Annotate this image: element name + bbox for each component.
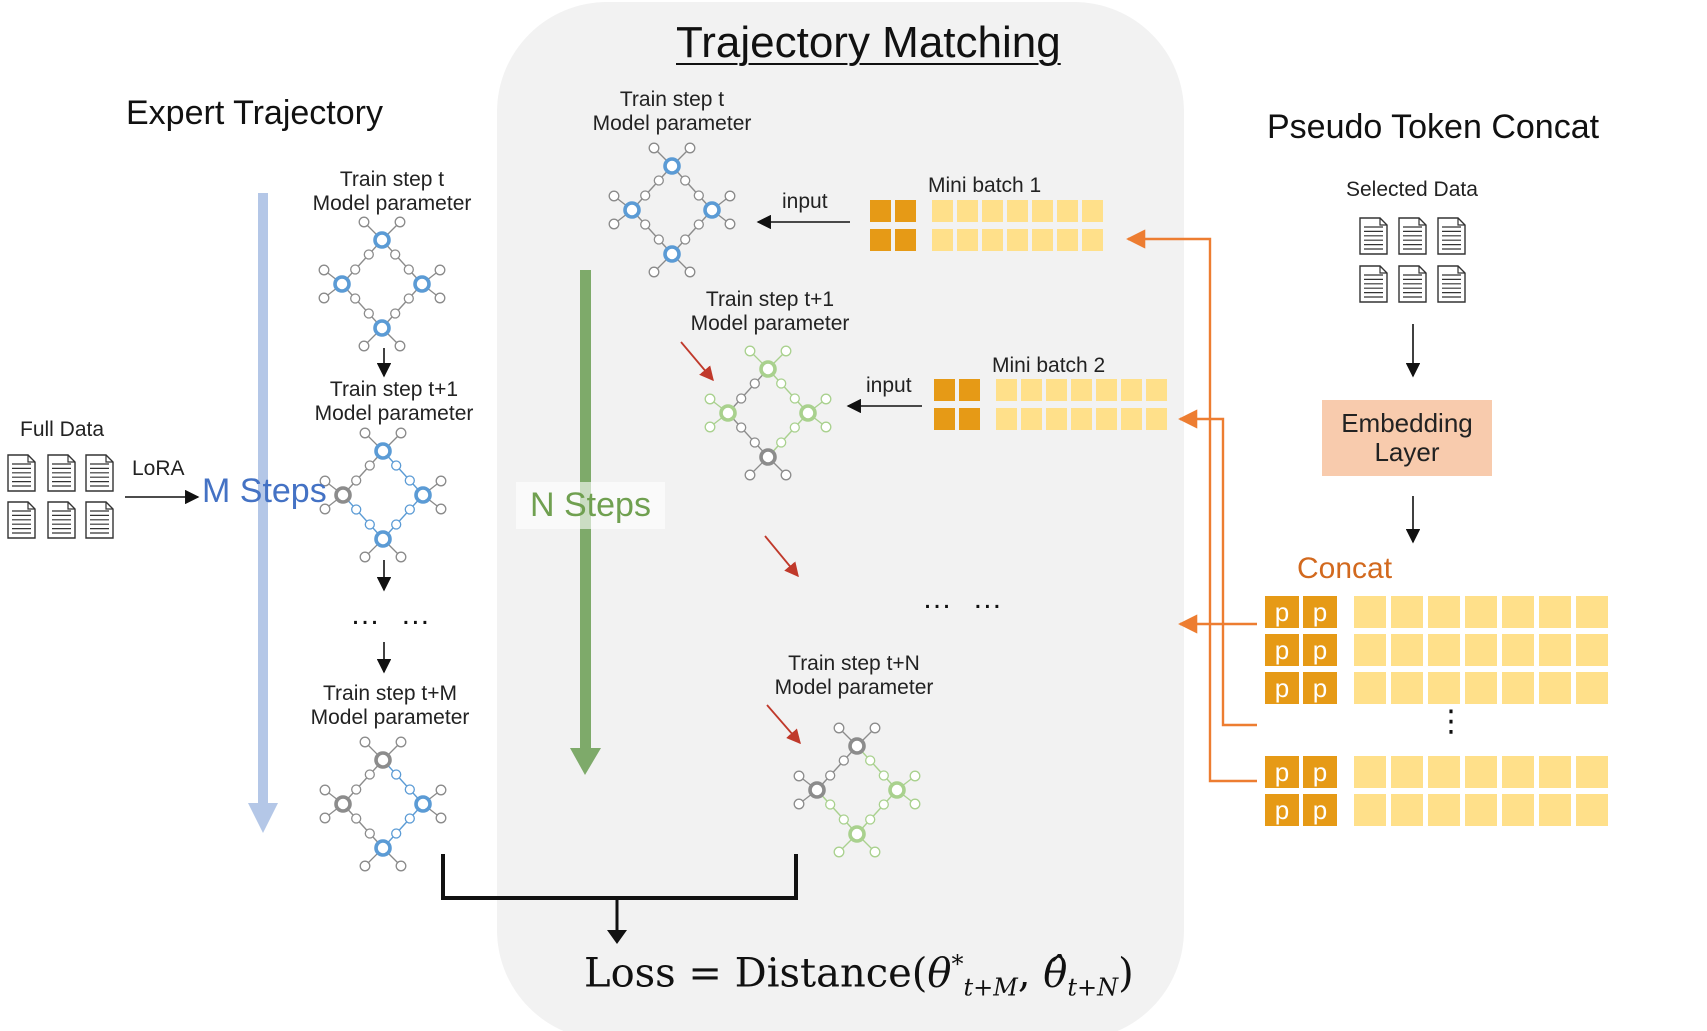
- mini-batch-1-light-row-1: [932, 200, 1103, 222]
- full-data-label: Full Data: [20, 418, 105, 441]
- concat-label: Concat: [1297, 552, 1393, 585]
- pseudo-token-concat-title: Pseudo Token Concat: [1267, 108, 1600, 146]
- sub-t-plus-m: t+M: [963, 973, 1018, 1002]
- expert-step-t-line1: Train step t: [339, 168, 445, 191]
- document-icon: [47, 454, 76, 492]
- theta-hat-symbol: θ̂: [1043, 950, 1068, 997]
- embedding-layer-box: Embedding Layer: [1322, 400, 1492, 476]
- expert-step-t1-label: Train step t+1 Model parameter: [294, 378, 494, 425]
- trajectory-matching-title: Trajectory Matching: [676, 18, 1061, 67]
- expert-step-t1-line2: Model parameter: [314, 401, 474, 425]
- input-label-1: input: [782, 190, 828, 213]
- p-token-cell: p: [1303, 756, 1337, 788]
- token-cells: [870, 200, 1608, 826]
- flow-arrows: [125, 214, 1421, 674]
- network-expert-step-t1: [319, 427, 447, 563]
- m-steps-label: M Steps: [202, 472, 327, 510]
- expert-step-t-line2: Model parameter: [312, 191, 472, 215]
- sub-t-plus-n: t+N: [1067, 973, 1119, 1002]
- input-label-2: input: [866, 374, 912, 397]
- mini-batch-2-dark-row-2: [934, 408, 980, 430]
- document-icon: [1437, 217, 1466, 255]
- p-token-cell: p: [1303, 596, 1337, 628]
- network-expert-step-t: [318, 216, 446, 352]
- theta-star-symbol: θ: [927, 950, 952, 997]
- matching-step-t-line1: Train step t: [619, 88, 725, 111]
- p-token-cell: p: [1265, 596, 1299, 628]
- mini-batch-1-light-row-2: [932, 229, 1103, 251]
- document-icon: [85, 454, 114, 492]
- matching-step-tn-line1: Train step t+N: [788, 652, 920, 675]
- matching-step-t-label: Train step t Model parameter: [572, 88, 772, 135]
- p-token-cell: p: [1265, 634, 1299, 666]
- network-matching-step-tn: [793, 722, 921, 858]
- mini-batch-1-label: Mini batch 1: [928, 174, 1042, 197]
- document-icon: [7, 501, 36, 539]
- matching-step-t-line2: Model parameter: [592, 111, 752, 135]
- lora-label: LoRA: [132, 457, 185, 480]
- selected-data-label: Selected Data: [1346, 178, 1478, 201]
- matching-ellipsis: … …: [922, 582, 1009, 615]
- concat-light-row-5: [1354, 794, 1608, 826]
- mini-batch-2-light-row-1: [996, 379, 1167, 401]
- rows-vertical-ellipsis: ⋮: [1436, 705, 1466, 738]
- mini-batch-1-dark-row-1: [870, 200, 916, 222]
- document-icon: [1359, 265, 1388, 303]
- matching-step-tn-line2: Model parameter: [774, 675, 934, 699]
- document-icon: [1398, 217, 1427, 255]
- step-pointer-arrows: [680, 341, 801, 745]
- matching-step-t1-line1: Train step t+1: [705, 288, 835, 311]
- mini-batch-2-dark-row-1: [934, 379, 980, 401]
- matching-step-tn-label: Train step t+N Model parameter: [754, 652, 954, 699]
- n-steps-label: N Steps: [516, 482, 665, 529]
- expert-step-tm-line2: Model parameter: [310, 705, 470, 729]
- document-icon: [7, 454, 36, 492]
- network-graphs: [318, 142, 921, 872]
- mini-batch-2-label: Mini batch 2: [992, 354, 1106, 377]
- loss-prefix: Loss = Distance(: [584, 950, 928, 997]
- p-token-cell: p: [1303, 794, 1337, 826]
- network-matching-step-t1: [704, 345, 832, 481]
- concat-light-row-3: [1354, 672, 1608, 704]
- p-token-cell: p: [1265, 672, 1299, 704]
- mini-batch-2-light-row-2: [996, 408, 1167, 430]
- expert-trajectory-title: Expert Trajectory: [126, 94, 383, 132]
- expert-step-tm-line1: Train step t+M: [322, 682, 458, 705]
- m-steps-arrow: [248, 193, 278, 833]
- mini-batch-1-dark-row-2: [870, 229, 916, 251]
- pseudo-token-feed-lines: [1126, 229, 1257, 783]
- document-icon: [1398, 265, 1427, 303]
- document-icons: [7, 217, 1466, 539]
- p-token-cell: p: [1303, 634, 1337, 666]
- p-token-cell: p: [1303, 672, 1337, 704]
- document-icon: [1359, 217, 1388, 255]
- concat-light-row-4: [1354, 756, 1608, 788]
- loss-bracket: [441, 854, 798, 944]
- p-token-cell: p: [1265, 794, 1299, 826]
- document-icon: [1437, 265, 1466, 303]
- expert-ellipsis: … …: [350, 598, 437, 631]
- network-matching-step-t: [608, 142, 736, 278]
- loss-comma: ,: [1017, 950, 1044, 997]
- expert-step-t-label: Train step t Model parameter: [292, 168, 492, 215]
- p-token-cell: p: [1265, 756, 1299, 788]
- document-icon: [47, 501, 76, 539]
- expert-step-tm-label: Train step t+M Model parameter: [290, 682, 490, 729]
- document-icon: [85, 501, 114, 539]
- concat-light-row-1: [1354, 596, 1608, 628]
- star-superscript: *: [951, 950, 964, 978]
- expert-step-t1-line1: Train step t+1: [329, 378, 459, 401]
- matching-step-t1-label: Train step t+1 Model parameter: [670, 288, 870, 335]
- concat-light-row-2: [1354, 634, 1608, 666]
- loss-formula: Loss = Distance(θ*t+M, θ̂t+N): [584, 950, 1134, 1001]
- network-expert-step-tm: [319, 736, 447, 872]
- loss-suffix: ): [1118, 950, 1134, 997]
- matching-step-t1-line2: Model parameter: [690, 311, 850, 335]
